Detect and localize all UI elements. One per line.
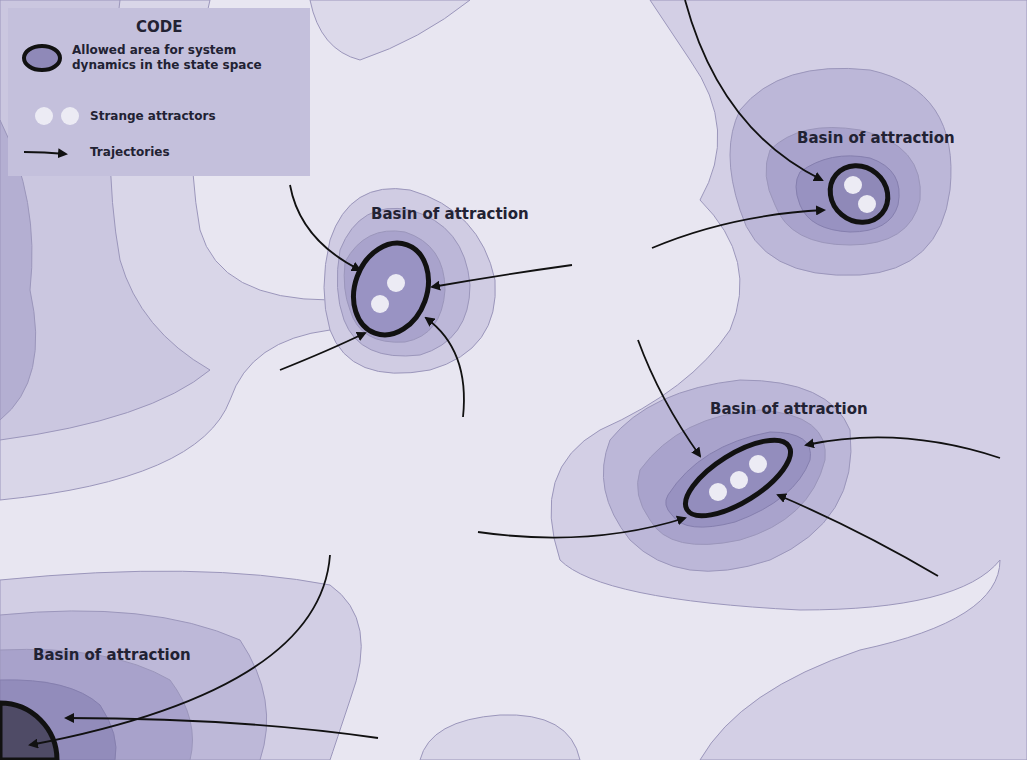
legend-sample-area: [24, 46, 60, 70]
basin-label: Basin of attraction: [797, 129, 955, 147]
allowed-area: [341, 233, 441, 346]
contour: [0, 611, 267, 760]
basin-label: Basin of attraction: [710, 400, 868, 418]
legend-sample-attractor: [35, 107, 53, 125]
contour: [0, 571, 361, 760]
basin-label: Basin of attraction: [33, 646, 191, 664]
trajectories: [30, 0, 1000, 745]
contour: [337, 208, 470, 356]
legend-sample-trajectory: [24, 152, 66, 154]
legend-sample-attractor: [61, 107, 79, 125]
contour: [730, 68, 951, 275]
legend-panel: [8, 8, 310, 176]
contour: [0, 680, 116, 760]
contour: [0, 0, 350, 500]
contour: [551, 0, 1027, 760]
legend-text: Strange attractors: [90, 109, 290, 124]
allowed-area: [0, 703, 57, 760]
legend-text: Allowed area for system dynamics in the …: [72, 43, 297, 73]
strange-attractors: [371, 176, 876, 501]
contour: [310, 0, 470, 60]
contour: [0, 649, 193, 760]
basin-label: Basin of attraction: [371, 205, 529, 223]
legend-heading: CODE: [136, 18, 182, 36]
legend-text: Trajectories: [90, 145, 290, 160]
contour: [420, 715, 580, 760]
allowed-area: [674, 426, 801, 530]
allowed-area: [819, 154, 900, 234]
